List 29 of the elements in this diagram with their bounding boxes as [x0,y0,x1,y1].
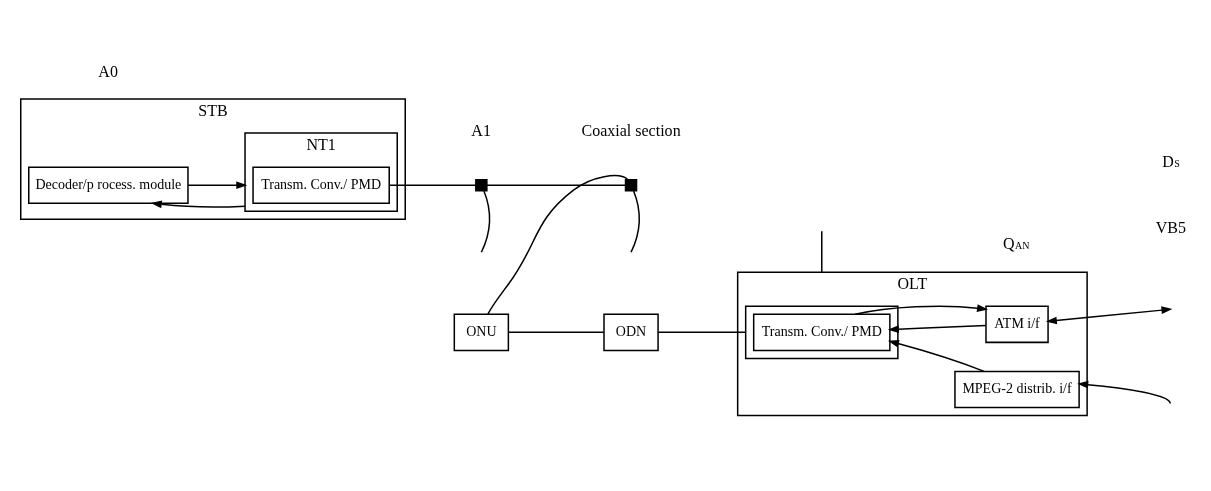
node-box: Transm. Conv./ PMD [752,313,891,352]
arrow [150,200,246,209]
connector [630,190,640,253]
label: DS [1162,152,1180,170]
connector [487,175,629,315]
arrow [1045,306,1173,325]
arrow [1077,380,1171,405]
node-box: ONU [453,313,510,352]
connector [821,230,823,274]
node-box: Decoder/p rocess. module [28,166,189,204]
label: Coaxial section [581,121,681,139]
node-box: ATM i/f [985,305,1049,344]
connector [657,331,747,334]
node-box: ODN [603,313,659,352]
node-box [624,178,638,192]
arrow [887,324,987,334]
node-box: MPEG-2 distrib. i/f [954,370,1080,409]
label: A0 [98,62,118,80]
connector [480,190,491,253]
connector [486,184,627,186]
node-box [475,178,488,192]
node-box: Transm. Conv./ PMD [252,166,390,204]
label: VB5 [1155,219,1186,237]
connector [388,184,477,186]
label: QAN [1003,235,1030,253]
arrow [187,181,248,190]
arrow [887,340,985,373]
connector [507,331,605,334]
label: A1 [471,121,491,139]
